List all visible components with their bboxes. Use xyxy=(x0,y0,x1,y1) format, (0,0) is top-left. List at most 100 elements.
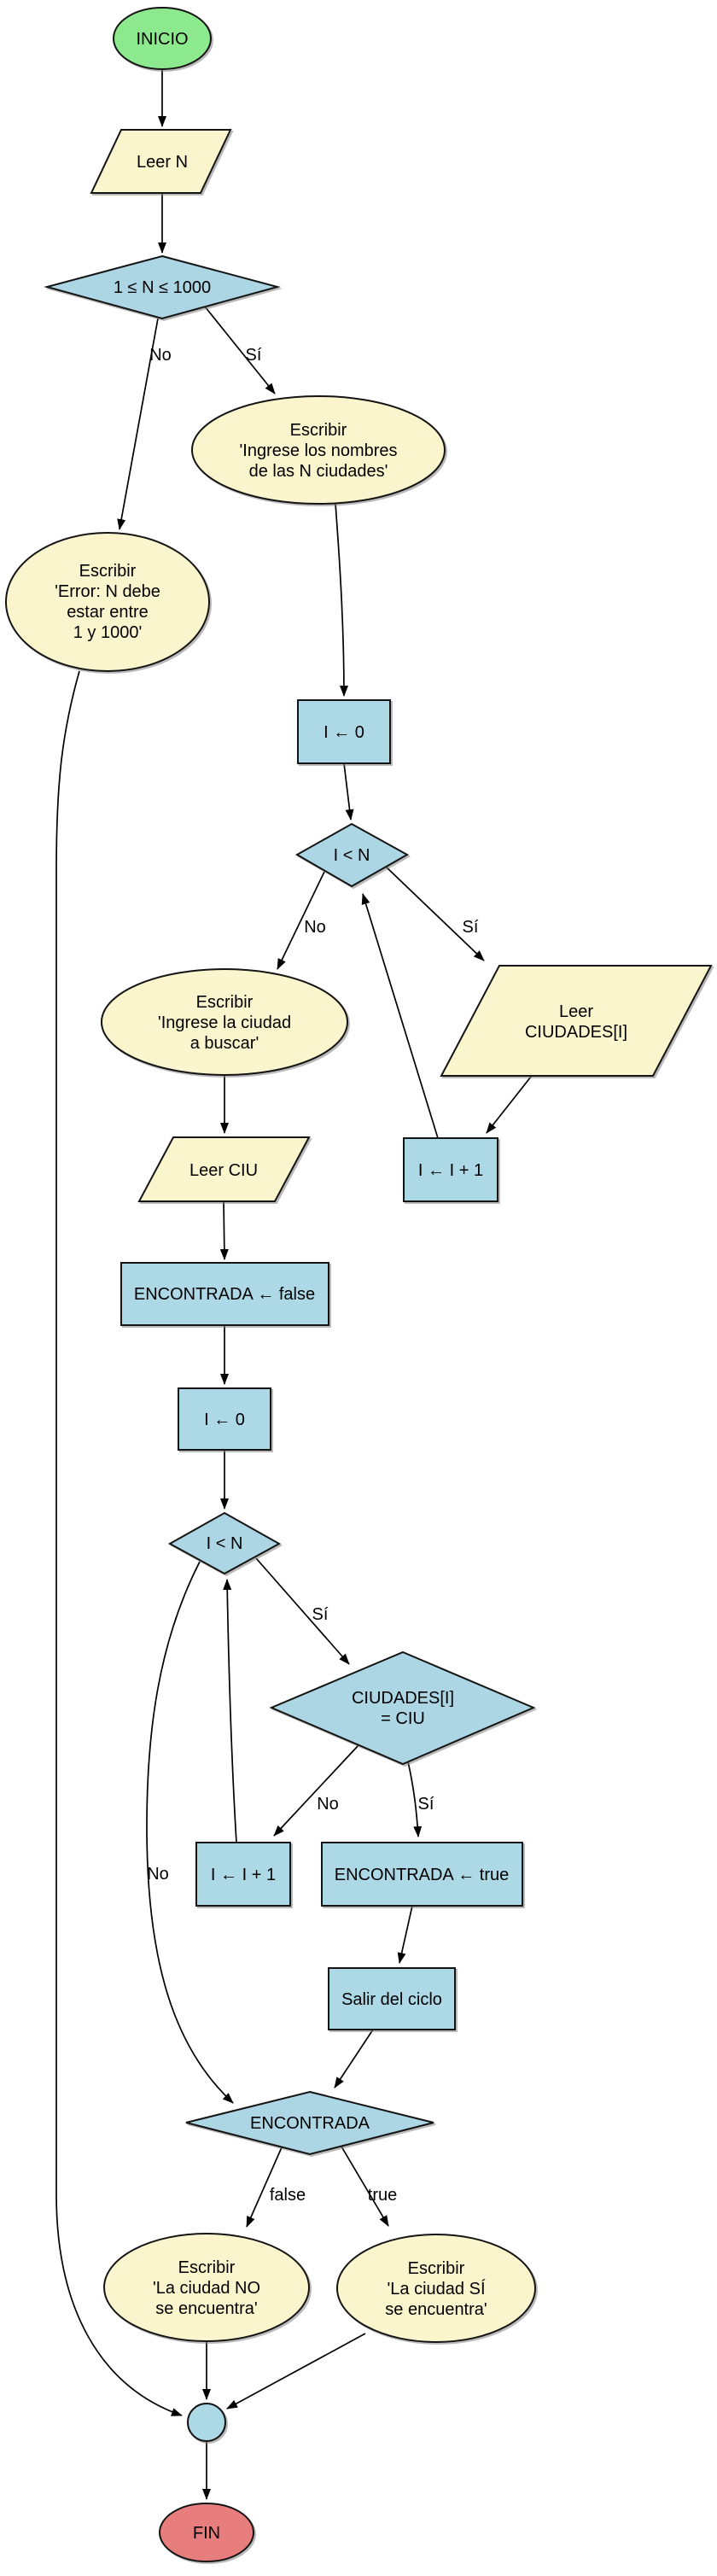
node-label-error-line4: 1 y 1000' xyxy=(73,623,143,642)
node-label-incr-b: I ← I + 1 xyxy=(211,1866,276,1884)
output-ellipse-si xyxy=(336,2234,536,2343)
decision-diamond-igual xyxy=(269,1650,536,1766)
node-label-esc-si-line3: se encuentra' xyxy=(385,2300,487,2319)
node-encontrada-false: ENCONTRADA ← false xyxy=(120,1262,329,1326)
node-label-leer-ciudades-line1: Leer xyxy=(559,1002,593,1021)
node-label-error-line3: estar entre xyxy=(67,603,149,622)
process-rect-incr-b xyxy=(195,1842,291,1907)
io-parallelogram-leer-n xyxy=(90,129,232,194)
edge-cond-in-a-si-leer-ciudades xyxy=(385,866,485,961)
node-i0-a: I ← 0 xyxy=(297,699,391,764)
node-label-esc-no-line1: Escribir xyxy=(178,2258,236,2277)
node-label-buscar-line3: a buscar' xyxy=(190,1034,259,1053)
node-cond-in-b: I < N xyxy=(167,1511,282,1575)
node-label-inicio: INICIO xyxy=(136,30,188,49)
node-label-cond-rango: 1 ≤ N ≤ 1000 xyxy=(114,278,211,297)
edge-label-si-1: Sí xyxy=(246,346,262,365)
node-incr-a: I ← I + 1 xyxy=(403,1137,498,1202)
edge-enc-true-salir xyxy=(397,1905,413,1964)
node-leer-ciu: Leer CIU xyxy=(137,1136,311,1202)
io-parallelogram-leer-ciudades xyxy=(440,965,713,1077)
edge-i0a-cond-in-a xyxy=(343,762,354,821)
output-ellipse-buscar xyxy=(101,968,348,1076)
edge-label-true: true xyxy=(368,2186,397,2205)
decision-diamond-rango xyxy=(44,254,281,320)
node-label-incr-a: I ← I + 1 xyxy=(418,1161,483,1180)
node-inicio: INICIO xyxy=(113,7,212,70)
node-label-cond-in-b: I < N xyxy=(207,1534,243,1553)
edge-label-si-3: Sí xyxy=(312,1605,329,1624)
node-leer-ciudades: Leer CIUDADES[I] xyxy=(440,965,713,1077)
node-fin: FIN xyxy=(159,2503,254,2562)
node-label-leer-n: Leer N xyxy=(137,153,188,172)
node-label-cond-encontrada: ENCONTRADA xyxy=(250,2114,370,2133)
edge-cond-enc-false-esc-no xyxy=(246,2147,283,2228)
edge-cond-in-b-no-cond-enc xyxy=(146,1561,234,2104)
node-label-nombres-line2: 'Ingrese los nombres xyxy=(239,441,397,460)
decision-diamond-encontrada xyxy=(185,2090,434,2156)
node-label-nombres-line1: Escribir xyxy=(290,421,347,440)
process-rect-salir xyxy=(328,1967,456,2030)
node-escribir-si: Escribir 'La ciudad SÍ se encuentra' xyxy=(336,2234,536,2343)
node-i0-b: I ← 0 xyxy=(178,1387,271,1451)
edge-cond-in-b-si-igual xyxy=(255,1557,350,1665)
node-label-esc-si-line2: 'La ciudad SÍ xyxy=(387,2279,485,2299)
terminator-start-shape xyxy=(113,7,212,70)
node-escribir-no: Escribir 'La ciudad NO se encuentra' xyxy=(103,2233,310,2342)
process-rect-encontrada-true xyxy=(321,1842,523,1907)
node-junction xyxy=(187,2403,226,2442)
node-escribir-error: Escribir 'Error: N debe estar entre 1 y … xyxy=(5,532,210,672)
edge-label-si-2: Sí xyxy=(463,918,479,937)
edge-label-false: false xyxy=(270,2186,306,2205)
process-rect-encontrada-false xyxy=(120,1262,329,1326)
node-label-encontrada-true: ENCONTRADA ← true xyxy=(335,1866,509,1884)
node-leer-n: Leer N xyxy=(90,129,232,194)
node-label-nombres-line3: de las N ciudades' xyxy=(249,462,388,481)
edge-label-no-2: No xyxy=(304,918,326,937)
node-label-cond-igual-line1: CIUDADES[I] xyxy=(352,1689,454,1708)
edge-cond-rango-no-error xyxy=(117,318,159,530)
edge-igual-si-enc-true xyxy=(407,1761,423,1837)
edge-leer-ciudades-incr-a xyxy=(486,1076,532,1134)
edge-label-no-4: No xyxy=(317,1795,339,1814)
node-cond-in-a: I < N xyxy=(294,822,410,888)
node-escribir-buscar: Escribir 'Ingrese la ciudad a buscar' xyxy=(101,968,348,1076)
edges xyxy=(55,69,532,2500)
process-rect-i0-b xyxy=(178,1387,271,1451)
edge-salir-cond-enc xyxy=(334,2029,374,2088)
node-incr-b: I ← I + 1 xyxy=(195,1842,291,1907)
node-cond-rango: 1 ≤ N ≤ 1000 xyxy=(44,254,281,320)
node-cond-igual: CIUDADES[I] = CIU xyxy=(269,1650,536,1766)
edge-label-no-1: No xyxy=(149,346,172,365)
node-label-cond-igual-line2: = CIU xyxy=(381,1709,425,1728)
edge-igual-no-incr-b xyxy=(273,1744,359,1837)
process-rect-incr-a xyxy=(403,1137,498,1202)
edge-incr-b-loopback xyxy=(223,1579,237,1843)
node-label-esc-no-line3: se encuentra' xyxy=(155,2299,257,2318)
node-escribir-nombres: Escribir 'Ingrese los nombres de las N c… xyxy=(191,395,446,505)
output-ellipse-no xyxy=(103,2233,310,2342)
edge-esc-si-junction xyxy=(226,2333,366,2410)
node-encontrada-true: ENCONTRADA ← true xyxy=(321,1842,523,1907)
node-label-buscar-line2: 'Ingrese la ciudad xyxy=(158,1013,291,1032)
edge-cond-enc-true-esc-si xyxy=(341,2146,389,2227)
output-ellipse-nombres xyxy=(191,395,446,505)
node-label-fin: FIN xyxy=(193,2524,220,2543)
junction-circle xyxy=(187,2403,226,2442)
edge-cond-in-a-no-buscar xyxy=(277,871,325,970)
node-label-error-line2: 'Error: N debe xyxy=(55,582,160,601)
node-cond-encontrada: ENCONTRADA xyxy=(185,2090,434,2156)
edge-nombres-i0a xyxy=(335,503,348,697)
node-label-encontrada-false: ENCONTRADA ← false xyxy=(134,1285,315,1304)
edge-cond-rango-si-nombres xyxy=(204,306,276,394)
terminator-end-shape xyxy=(159,2503,254,2562)
node-label-i0-a: I ← 0 xyxy=(324,723,364,742)
edge-incr-a-loopback xyxy=(361,893,439,1139)
process-rect-i0-a xyxy=(297,699,391,764)
node-label-leer-ciudades-line2: CIUDADES[I] xyxy=(525,1023,627,1042)
node-label-i0-b: I ← 0 xyxy=(204,1411,245,1429)
node-salir-ciclo: Salir del ciclo xyxy=(328,1967,456,2030)
node-label-error-line1: Escribir xyxy=(79,562,137,581)
